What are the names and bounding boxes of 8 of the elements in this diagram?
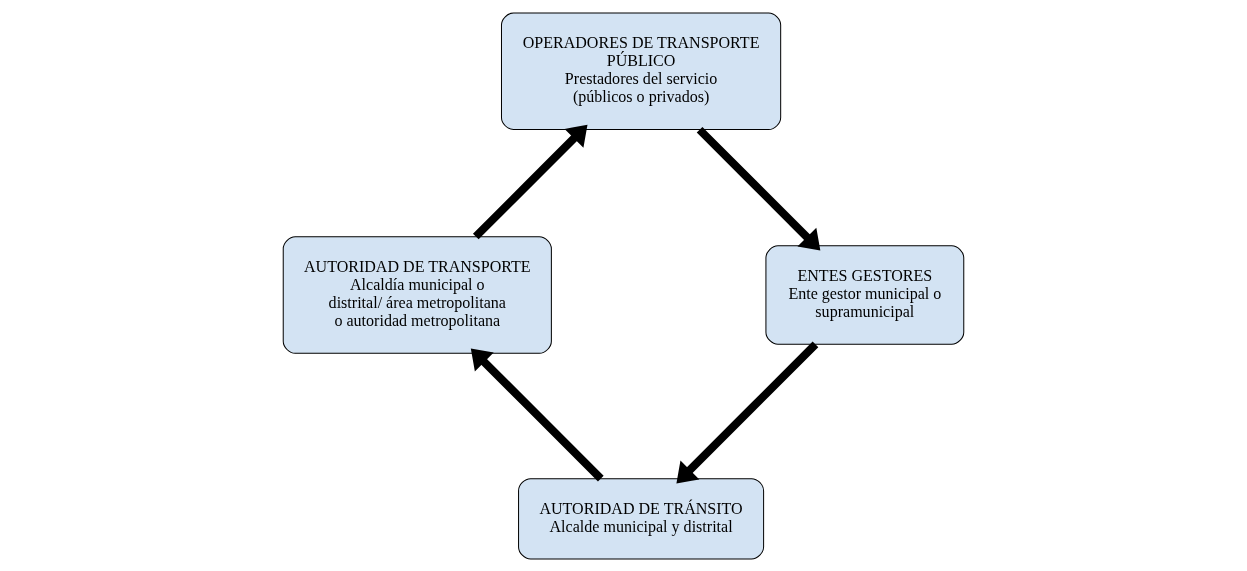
arrow bbox=[696, 126, 821, 251]
arrow bbox=[472, 124, 588, 239]
node-box: AUTORIDAD DE TRÁNSITO Alcalde municipal y distrital bbox=[518, 477, 765, 559]
node-box: ENTES GESTORES Ente gestor municipal o supramunicipal bbox=[765, 244, 965, 345]
arrow bbox=[470, 348, 604, 481]
node-box: OPERADORES DE TRANSPORTE PÚBLICO Prestadores del servicio (públicos o privados) bbox=[501, 12, 782, 130]
arrow bbox=[676, 341, 819, 483]
node-box: AUTORIDAD DE TRANSPORTE Alcaldía municipal o distrital/ área metropolitana o autoridad metropolitana bbox=[282, 235, 552, 354]
